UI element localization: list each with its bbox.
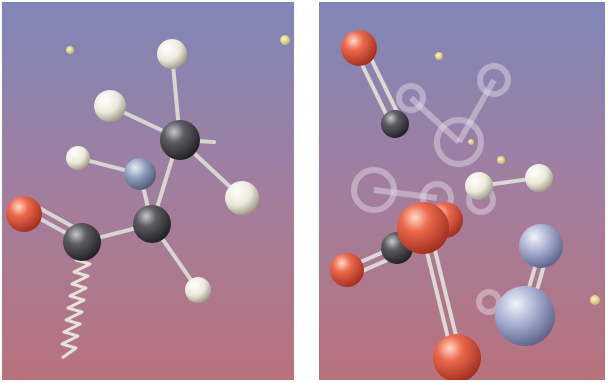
left-illustration-panel	[2, 2, 294, 380]
left-molecule-illustration	[2, 2, 294, 380]
right-illustration-panel	[319, 2, 605, 380]
right-molecule-illustration	[319, 2, 605, 380]
